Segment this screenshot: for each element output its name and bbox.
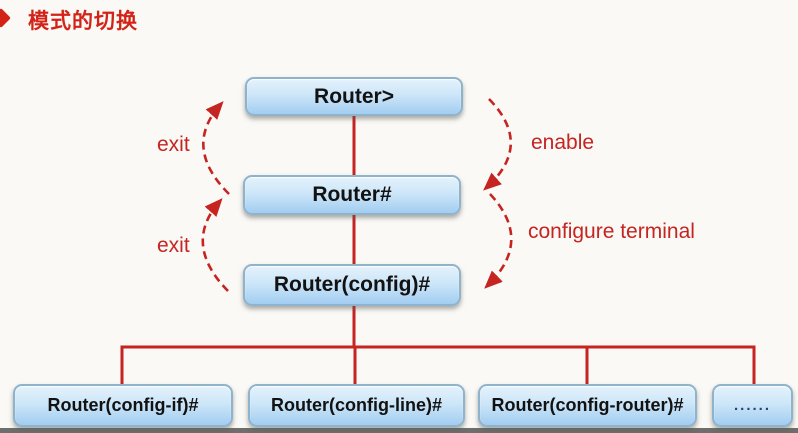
- label-enable: enable: [531, 131, 595, 154]
- dashed-arrow-group: [201, 98, 513, 292]
- node-privileged-exec: Router#: [243, 175, 461, 215]
- node-config-if: Router(config-if)#: [13, 384, 233, 427]
- slide-bottom-edge: [0, 428, 798, 433]
- label-exit-upper: exit: [157, 133, 190, 156]
- solid-connector-group: [120, 110, 756, 387]
- node-config-line: Router(config-line)#: [248, 384, 465, 427]
- node-ellipsis: ......: [712, 384, 793, 427]
- arrow-enable: [483, 98, 512, 191]
- arrow-configure-terminal: [484, 193, 513, 289]
- node-config-router: Router(config-router)#: [478, 384, 697, 427]
- node-global-config: Router(config)#: [243, 264, 461, 306]
- label-configure-terminal: configure terminal: [528, 220, 695, 243]
- page-title: 模式的切换: [28, 10, 138, 33]
- arrow-exit-upper: [202, 101, 230, 195]
- label-exit-lower: exit: [157, 234, 190, 257]
- node-user-exec: Router>: [245, 77, 463, 116]
- arrow-exit-lower: [201, 198, 229, 292]
